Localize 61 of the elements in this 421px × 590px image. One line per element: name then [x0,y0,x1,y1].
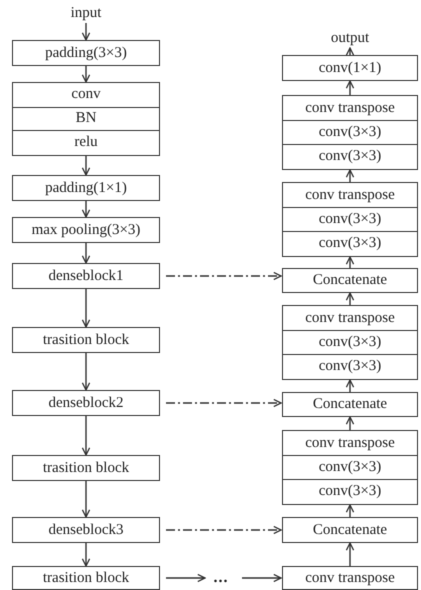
layer-cell: conv transpose [283,431,417,455]
arrow [166,574,206,582]
layer-box: Concatenate [282,268,418,293]
layer-box: Concatenate [282,392,418,417]
arrow [166,526,282,534]
layer-cell: conv transpose [283,183,417,207]
arrow [82,416,90,456]
arrow [82,243,90,264]
arrow [82,353,90,391]
arrow [82,289,90,328]
arrow [166,398,282,408]
layer-group-box [282,305,418,380]
arrow [82,543,90,567]
layer-box: denseblock3 [12,517,160,543]
io-label: output [282,28,418,48]
arrow [346,379,354,392]
layer-group-box [12,82,160,156]
layer-cell: BN [13,106,159,130]
layer-box: denseblock1 [12,263,160,289]
arrow [166,272,282,280]
arrow [346,416,354,430]
arrow [82,481,90,518]
arrow [82,201,90,218]
arrow [82,23,90,41]
layer-cell: conv(3×3) [283,479,417,503]
layer-box: conv(1×1) [282,55,418,81]
arrow [82,66,90,83]
layer-cell: conv(3×3) [283,330,417,354]
arrow [346,47,354,56]
layer-box: trasition block [12,566,160,590]
arrow [242,574,282,582]
arrow [346,169,354,182]
arrow [346,256,354,268]
arrow [346,292,354,305]
layer-cell: conv(3×3) [283,231,417,255]
layer-box: conv transpose [282,566,418,590]
arrow [346,542,354,566]
layer-box: denseblock2 [12,390,160,416]
layer-cell: conv transpose [283,306,417,330]
layer-cell: relu [13,130,159,154]
layer-box: max pooling(3×3) [12,217,160,243]
layer-box: Concatenate [282,517,418,543]
layer-cell: conv(3×3) [283,120,417,144]
layer-cell: conv(3×3) [283,207,417,231]
layer-cell: conv [13,83,159,107]
layer-cell: conv(3×3) [283,354,417,378]
ellipsis: ... [206,568,236,588]
io-label: input [12,3,160,23]
layer-box: trasition block [12,455,160,481]
arrow [346,80,354,95]
layer-cell: conv(3×3) [283,144,417,168]
layer-group-box [282,430,418,505]
layer-box: trasition block [12,327,160,353]
layer-group-box [282,95,418,170]
layer-group-box [282,182,418,257]
arrow [346,504,354,517]
layer-box: padding(3×3) [12,40,160,66]
layer-box: padding(1×1) [12,175,160,201]
arrow [82,156,90,176]
layer-cell: conv(3×3) [283,455,417,479]
layer-cell: conv transpose [283,96,417,120]
